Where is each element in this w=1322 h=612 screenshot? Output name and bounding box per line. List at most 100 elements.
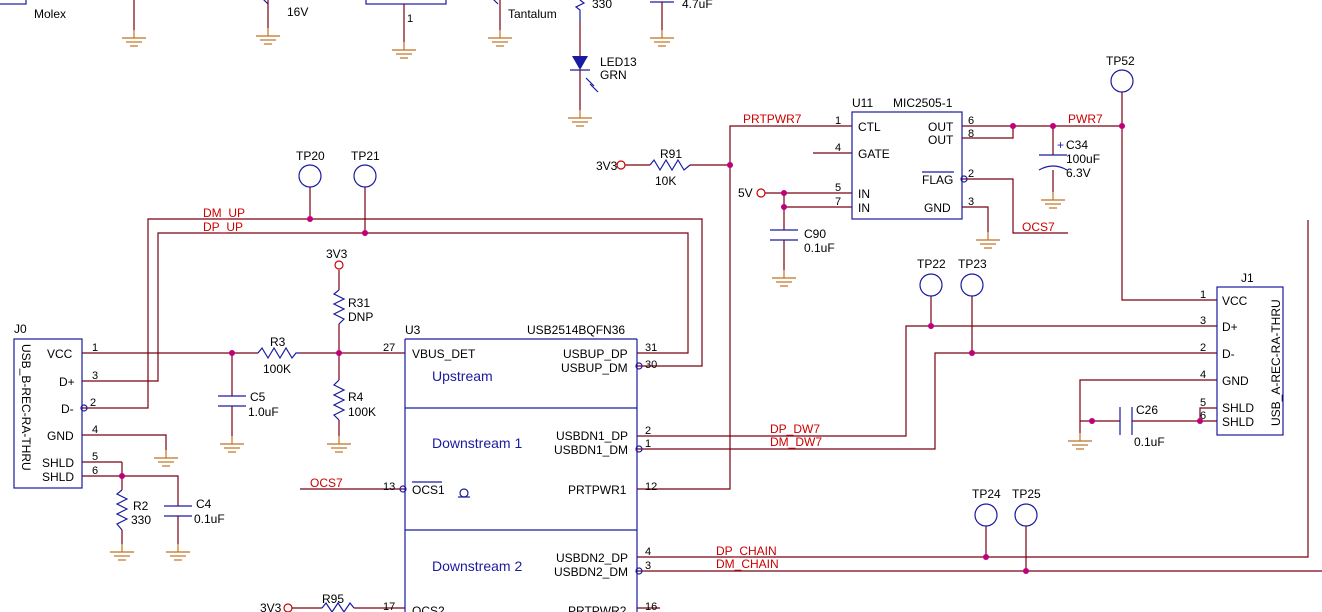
r2-value: 330 bbox=[131, 513, 151, 527]
j1-shld-2: SHLD bbox=[1222, 415, 1254, 429]
u11-power-switch: U11 MIC2505-1 CTL GATE IN IN OUT OUT FLA… bbox=[835, 96, 974, 220]
led-resistor-330: 330 bbox=[592, 0, 612, 11]
j1-pin-1: 1 bbox=[1200, 289, 1206, 301]
u3-pin-30: 30 bbox=[645, 359, 657, 371]
r4-ref: R4 bbox=[348, 390, 364, 404]
j0-pin-5: 5 bbox=[92, 451, 98, 463]
net-3v3-r95: 3V3 bbox=[260, 601, 282, 612]
u11-flag: FLAG bbox=[922, 173, 953, 187]
j0-pin-4: 4 bbox=[92, 424, 98, 436]
j0-title: USB_B-REC-RA-THRU bbox=[19, 344, 33, 471]
tp20-label: TP20 bbox=[296, 149, 325, 163]
u3-pin-17: 17 bbox=[383, 601, 395, 612]
u3-pin-16: 16 bbox=[645, 601, 657, 612]
u3-prtpwr2: PRTPWR2 bbox=[568, 604, 627, 612]
j1-shld-1: SHLD bbox=[1222, 401, 1254, 415]
u11-pin-8: 8 bbox=[968, 128, 974, 140]
j0-shld-2: SHLD bbox=[42, 470, 74, 484]
j0-pin-1: 1 bbox=[92, 342, 98, 354]
r3-value: 100K bbox=[263, 362, 291, 376]
j0-pin-2: 2 bbox=[90, 397, 96, 409]
u3-prtpwr1: PRTPWR1 bbox=[568, 483, 627, 497]
r91-ref: R91 bbox=[660, 147, 682, 161]
u3-part: USB2514BQFN36 bbox=[527, 323, 625, 337]
u11-pin-6: 6 bbox=[968, 115, 974, 127]
wires bbox=[82, 92, 1322, 609]
c90-value: 0.1uF bbox=[804, 241, 835, 255]
c4-value: 0.1uF bbox=[194, 512, 225, 526]
net-ocs7-left: OCS7 bbox=[310, 476, 343, 490]
j0-gnd: GND bbox=[47, 429, 74, 443]
u3-pin-1: 1 bbox=[645, 438, 651, 450]
net-5v: 5V bbox=[738, 186, 753, 200]
tp21-label: TP21 bbox=[351, 149, 380, 163]
pin-1-label: 1 bbox=[407, 13, 413, 25]
r3-ref: R3 bbox=[270, 335, 286, 349]
u11-pin-7: 7 bbox=[835, 196, 841, 208]
c34-ref: C34 bbox=[1066, 138, 1088, 152]
u3-usbdn2-dm: USBDN2_DM bbox=[554, 565, 628, 579]
u11-pin-4: 4 bbox=[835, 142, 841, 154]
j1-pin-2: 2 bbox=[1200, 342, 1206, 354]
u3-downstream2-label: Downstream 2 bbox=[432, 558, 522, 574]
u3-upstream-label: Upstream bbox=[432, 368, 493, 384]
c34-voltage: 6.3V bbox=[1066, 166, 1091, 180]
tp22-label: TP22 bbox=[917, 257, 946, 271]
j0-pin-3: 3 bbox=[92, 370, 98, 382]
c26-value: 0.1uF bbox=[1134, 435, 1165, 449]
j0-ref: J0 bbox=[14, 322, 27, 336]
tp23-label: TP23 bbox=[958, 257, 987, 271]
ground-symbols bbox=[109, 191, 1093, 561]
u3-vbus-det: VBUS_DET bbox=[412, 347, 476, 361]
tp25-label: TP25 bbox=[1012, 487, 1041, 501]
u11-out-2: OUT bbox=[928, 133, 954, 147]
c34-plus: + bbox=[1057, 138, 1064, 152]
u11-pin-3: 3 bbox=[968, 196, 974, 208]
r4-value: 100K bbox=[348, 405, 376, 419]
u3-usbup-dm: USBUP_DM bbox=[561, 361, 628, 375]
net-labels: DM_UP DP_UP PRTPWR7 PWR7 OCS7 OCS7 DP_DW… bbox=[203, 112, 1103, 571]
r2-ref: R2 bbox=[133, 499, 149, 513]
j1-dminus: D- bbox=[1222, 347, 1235, 361]
u3-usbdn1-dm: USBDN1_DM bbox=[554, 443, 628, 457]
u11-part: MIC2505-1 bbox=[893, 96, 953, 110]
c5-ref: C5 bbox=[250, 390, 266, 404]
u11-pin-2: 2 bbox=[968, 168, 974, 180]
r31-value: DNP bbox=[348, 310, 373, 324]
j1-pin-4: 4 bbox=[1200, 369, 1206, 381]
u3-ref: U3 bbox=[405, 323, 421, 337]
r91-value: 10K bbox=[655, 174, 676, 188]
u3-pin-2: 2 bbox=[645, 425, 651, 437]
r31-ref: R31 bbox=[348, 296, 370, 310]
j1-connector: J1 USB_A-REC-RA-THRU VCC D+ D- GND SHLD … bbox=[1200, 271, 1284, 436]
j1-gnd: GND bbox=[1222, 374, 1249, 388]
led13-color: GRN bbox=[600, 68, 627, 82]
top-partial-components: Molex 16V 1 Tantalum 330 LED13 GRN 4.7uF bbox=[0, 0, 713, 127]
u3-ocs2: OCS2 bbox=[412, 604, 445, 612]
tantalum-label: Tantalum bbox=[508, 7, 557, 21]
net-dp-up: DP_UP bbox=[203, 220, 243, 234]
net-3v3-r31: 3V3 bbox=[326, 247, 348, 261]
j1-pin-6: 6 bbox=[1200, 410, 1206, 422]
u3-pin-13: 13 bbox=[383, 481, 395, 493]
u3-pin-27: 27 bbox=[383, 342, 395, 354]
u3-pin-31: 31 bbox=[645, 342, 657, 354]
j0-pin-6: 6 bbox=[92, 465, 98, 477]
u11-ctl: CTL bbox=[858, 120, 881, 134]
net-dm-dw7: DM_DW7 bbox=[770, 435, 822, 449]
u11-gate: GATE bbox=[858, 147, 890, 161]
net-dm-chain: DM_CHAIN bbox=[716, 557, 779, 571]
u3-usbup-dp: USBUP_DP bbox=[563, 347, 628, 361]
u11-in-2: IN bbox=[858, 201, 870, 215]
u11-pin-1: 1 bbox=[835, 115, 841, 127]
u3-hub-chip: U3 USB2514BQFN36 VBUS_DET USBUP_DP USBUP… bbox=[383, 323, 657, 612]
passives: R3 100K R31 DNP R4 100K C5 1.0uF R2 330 … bbox=[115, 138, 1165, 612]
tp24-label: TP24 bbox=[972, 487, 1001, 501]
r95-ref: R95 bbox=[322, 592, 344, 606]
j1-pin-5: 5 bbox=[1200, 397, 1206, 409]
net-ocs7-right: OCS7 bbox=[1022, 220, 1055, 234]
net-dm-up: DM_UP bbox=[203, 206, 245, 220]
j1-pin-3: 3 bbox=[1200, 315, 1206, 327]
cap-4-7uf: 4.7uF bbox=[682, 0, 713, 11]
